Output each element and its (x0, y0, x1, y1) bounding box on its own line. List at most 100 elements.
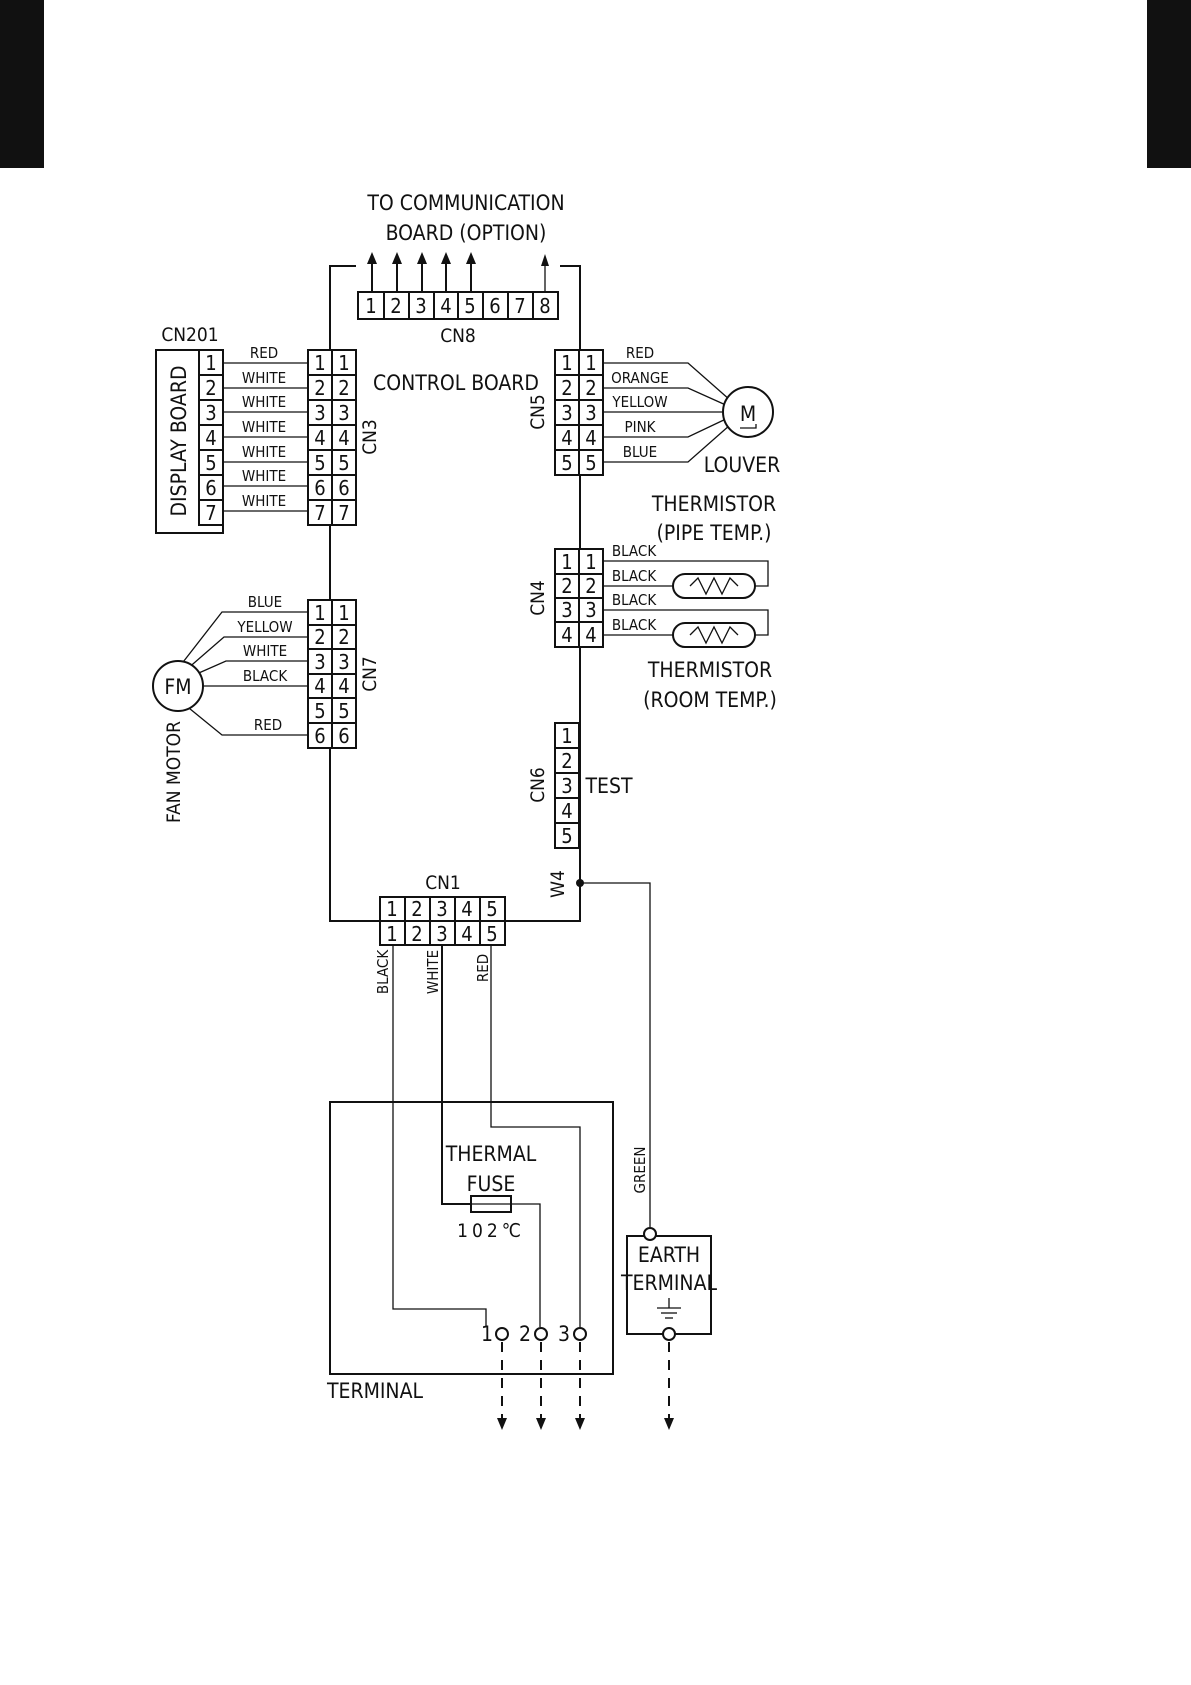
cn7-pin: 1 (338, 601, 349, 625)
cn8-pin: 5 (464, 294, 475, 318)
cn201-pin: 6 (205, 476, 216, 500)
cn3-wire-label: WHITE (242, 418, 286, 436)
terminal-pin-label: 1 (481, 1322, 493, 1346)
cn7-pin: 3 (314, 650, 325, 674)
louver-label: LOUVER (704, 453, 780, 477)
cn7-pin: 5 (338, 699, 349, 723)
cn7-pin: 4 (338, 674, 349, 698)
cn1-pin: 3 (436, 922, 447, 946)
comm-board-title-2: BOARD (OPTION) (386, 221, 547, 245)
cn5-pin: 3 (585, 401, 596, 425)
cn3-pin: 2 (314, 376, 325, 400)
cn5-pin: 2 (561, 376, 572, 400)
cn4-connector: 1 1 2 2 3 3 4 4 (554, 548, 604, 648)
thermistor-pipe-line1: THERMISTOR (651, 492, 776, 516)
cn8-pin: 1 (365, 294, 376, 318)
cn1-wires (392, 945, 581, 1327)
cn4-pin: 2 (585, 574, 596, 598)
cn3-pin: 5 (338, 451, 349, 475)
cn8-pin: 2 (390, 294, 401, 318)
cn8-pin: 3 (415, 294, 426, 318)
terminal-pin-1 (495, 1327, 509, 1341)
cn5-pin: 5 (585, 451, 596, 475)
cn4-wire-label: BLACK (612, 616, 658, 634)
cn201-pin: 7 (205, 501, 216, 525)
cn1-pin: 2 (411, 922, 422, 946)
cn3-pin: 3 (314, 401, 325, 425)
thermistor-room-line1: THERMISTOR (647, 658, 772, 682)
cn7-pin: 5 (314, 699, 325, 723)
cn3-pin: 1 (314, 351, 325, 375)
cn201-pin: 1 (205, 351, 216, 375)
terminal-label: TERMINAL (326, 1379, 424, 1403)
cn8-label: CN8 (440, 325, 476, 347)
cn3-pin: 5 (314, 451, 325, 475)
cn7-pin: 1 (314, 601, 325, 625)
cn4-wires (603, 560, 769, 636)
thermal-fuse-rating: 102℃ (457, 1220, 525, 1242)
cn1-wire-label: WHITE (424, 950, 442, 994)
cn6-label: CN6 (527, 767, 549, 803)
cn6-pin: 3 (561, 774, 572, 798)
cn7-connector: 1 1 2 2 3 3 4 4 5 5 6 6 (307, 599, 357, 749)
cn7-pin: 2 (338, 625, 349, 649)
cn8-pin: 4 (440, 294, 451, 318)
earth-output-node (662, 1327, 676, 1341)
right-edge-tab (1147, 0, 1191, 168)
cn201-connector: 1 2 3 4 5 6 7 (198, 349, 224, 526)
cn4-label: CN4 (527, 580, 549, 616)
cn3-wire-label: RED (250, 344, 278, 362)
cn3-wire-label: WHITE (242, 393, 286, 411)
cn4-pin: 3 (561, 598, 572, 622)
cn3-pin: 7 (338, 501, 349, 525)
cn3-pin: 7 (314, 501, 325, 525)
display-board-label: DISPLAY BOARD (167, 365, 191, 516)
cn6-test-label: TEST (584, 774, 632, 798)
cn7-pin: 6 (338, 724, 349, 748)
cn8-pin: 6 (489, 294, 500, 318)
cn5-connector: 1 1 2 2 3 3 4 4 5 5 (554, 349, 604, 476)
cn7-wire-label: RED (254, 716, 282, 734)
cn1-pin: 3 (436, 897, 447, 921)
cn5-pin: 2 (585, 376, 596, 400)
earth-wire (580, 882, 651, 1227)
cn3-pin: 3 (338, 401, 349, 425)
cn6-pin: 1 (561, 724, 572, 748)
terminal-pin-3 (573, 1327, 587, 1341)
cn3-wires (223, 362, 308, 512)
terminal-box (329, 1101, 614, 1375)
earth-terminal-line1: EARTH (638, 1243, 700, 1267)
cn6-pin: 5 (561, 824, 572, 848)
cn5-label: CN5 (527, 394, 549, 430)
cn5-wire-label: RED (626, 344, 654, 362)
w4-label: W4 (547, 870, 569, 898)
thermistor-room-icon (672, 622, 756, 648)
cn5-wire-label: PINK (624, 418, 656, 436)
cn4-wire-label: BLACK (612, 542, 658, 560)
cn6-pin: 4 (561, 799, 572, 823)
cn6-pin: 2 (561, 749, 572, 773)
fan-motor-symbol: FM (164, 675, 191, 699)
cn3-pin: 6 (314, 476, 325, 500)
cn8-pin: 7 (514, 294, 525, 318)
outgoing-arrows (497, 1342, 674, 1430)
cn1-pin: 5 (486, 897, 497, 921)
cn5-pin: 4 (561, 426, 572, 450)
fan-motor-icon: FM (152, 660, 204, 712)
thermistor-pipe-line2: (PIPE TEMP.) (657, 521, 772, 545)
cn3-wire-label: WHITE (242, 492, 286, 510)
cn4-pin: 3 (585, 598, 596, 622)
cn1-wire-label: RED (474, 954, 492, 982)
cn201-pin: 5 (205, 451, 216, 475)
thermal-fuse-line1: THERMAL (445, 1142, 537, 1166)
cn5-wire-label: YELLOW (611, 393, 667, 411)
terminal-pins: 1 2 3 (481, 1322, 587, 1346)
thermal-fuse-line2: FUSE (467, 1172, 516, 1196)
cn5-pin: 1 (561, 351, 572, 375)
cn5-pin: 5 (561, 451, 572, 475)
left-edge-tab (0, 0, 44, 168)
cn6-connector: 1 2 3 4 5 (554, 722, 580, 849)
cn7-wire-label: WHITE (243, 642, 287, 660)
cn201-label: CN201 (161, 324, 218, 346)
